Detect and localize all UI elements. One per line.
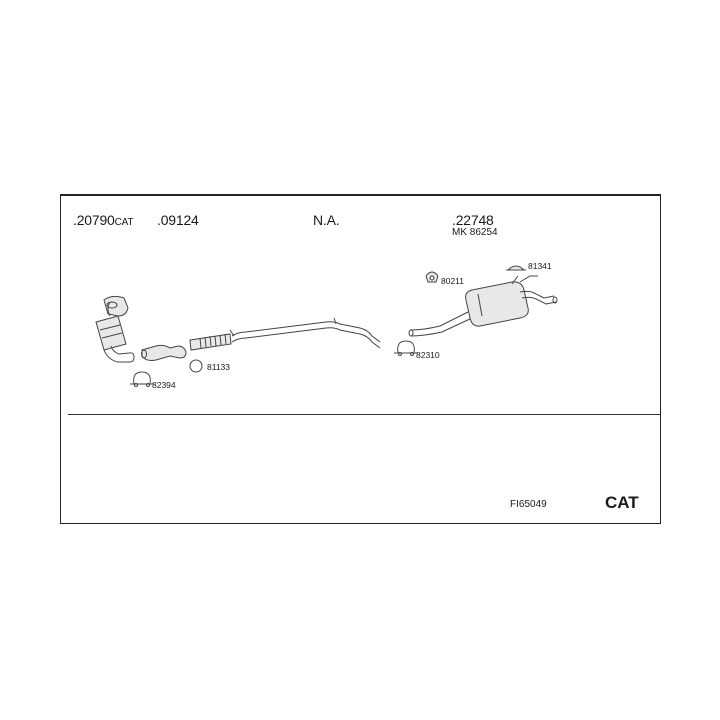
clamp-82310-icon (394, 340, 418, 356)
callout-81133: 81133 (207, 362, 231, 372)
diagram-code: FI65049 (510, 499, 547, 510)
callout-82310: 82310 (416, 350, 440, 360)
section-divider (68, 414, 660, 415)
hanger-80211-icon (425, 271, 439, 283)
part-label-09124: .09124 (157, 212, 199, 228)
callout-80211: 80211 (441, 276, 465, 286)
flex-pipe (189, 333, 232, 351)
middle-pipe (229, 317, 381, 349)
callout-81341: 81341 (528, 261, 552, 271)
diagram-type: CAT (605, 493, 639, 512)
part-label-mk: MK 86254 (452, 227, 498, 238)
diagram-frame (60, 194, 661, 524)
part-label-20790-suffix: CAT (114, 217, 134, 228)
ring-81133-icon (189, 359, 203, 373)
part-label-na: N.A. (313, 212, 340, 228)
part-label-20790: .20790CAT (73, 212, 134, 228)
front-pipe (141, 344, 187, 361)
part-label-22748: .22748 (452, 212, 494, 228)
rear-muffler (408, 275, 558, 337)
clamp-82394-icon (130, 371, 154, 387)
catalytic-converter (95, 295, 135, 363)
hanger-81341-icon (506, 265, 526, 271)
callout-82394: 82394 (152, 380, 176, 390)
